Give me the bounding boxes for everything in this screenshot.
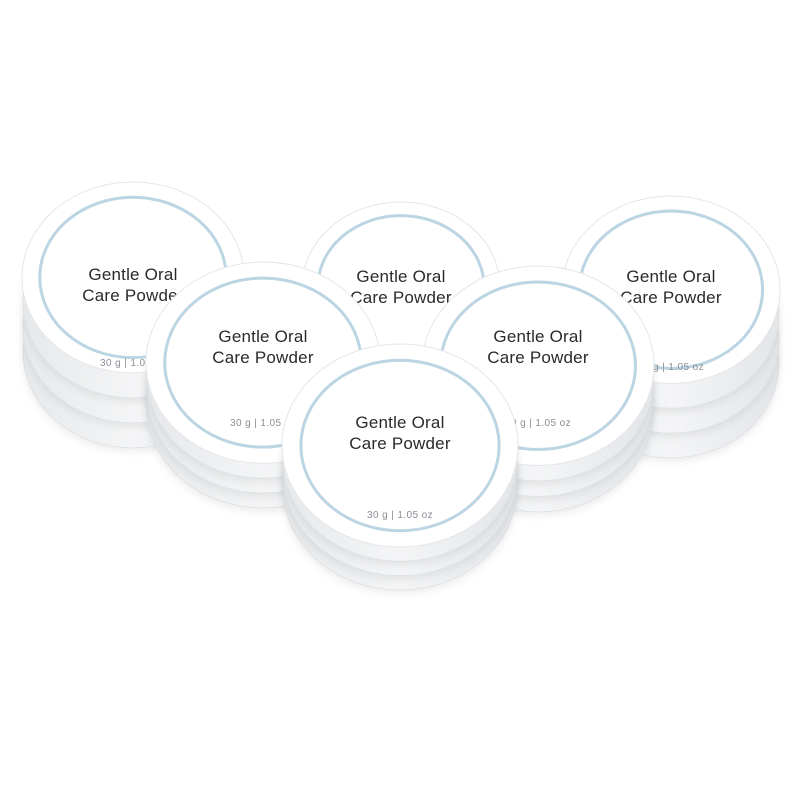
jar-front-center: Gentle Oral Care Powder 30 g | 1.05 oz xyxy=(280,340,520,591)
jar-lid xyxy=(281,343,519,548)
lid-ring xyxy=(299,358,501,533)
jar-shape xyxy=(281,343,519,591)
